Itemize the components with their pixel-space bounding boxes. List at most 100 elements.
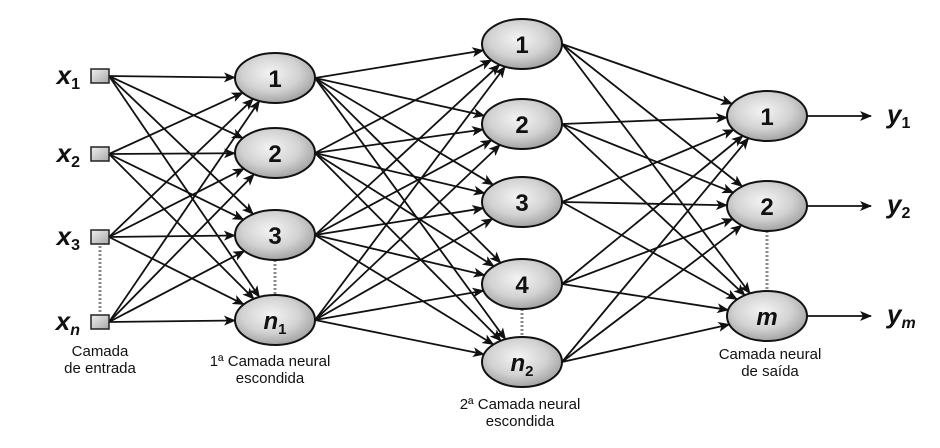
node-hidden2-2: 2	[481, 98, 563, 150]
edge-input-4-to-hidden1-1	[108, 100, 261, 323]
edge-hidden1-2-to-hidden2-4	[314, 152, 495, 267]
caption-output-line2: de saída	[741, 363, 799, 380]
output-label-3: ym	[885, 299, 916, 332]
edge-input-3-to-hidden1-1	[108, 98, 254, 238]
edge-hidden1-2-to-hidden2-5	[314, 152, 502, 342]
edge-input-4-to-hidden1-4	[108, 315, 237, 326]
caption-hidden2-line1: 2ª Camada neural	[459, 396, 581, 413]
edge-input-1-to-hidden1-2	[108, 75, 244, 139]
ellipsis-markers	[98, 231, 769, 337]
edge-hidden1-4-to-hidden2-3	[314, 218, 494, 321]
edge-hidden1-1-to-hidden2-2	[314, 77, 486, 119]
edge-hidden1-2-to-hidden2-2	[314, 126, 484, 154]
edge-hidden2-1-to-output-2	[561, 43, 743, 188]
node-input-4: xn	[54, 306, 110, 339]
neuron-ellipse	[481, 336, 563, 388]
input-square	[90, 146, 110, 162]
neuron-ellipse	[481, 98, 563, 150]
node-hidden1-4: n1	[234, 294, 316, 346]
edge-hidden2-4-to-output-1	[561, 135, 744, 285]
edge-hidden2-1-to-output-1	[561, 43, 734, 105]
node-hidden1-2: 2	[234, 127, 316, 179]
node-output-2: 2	[726, 180, 808, 232]
edge-hidden1-4-to-hidden2-2	[314, 144, 501, 321]
caption-output-line1: Camada neural	[718, 346, 822, 363]
edge-hidden1-3-to-hidden2-5	[314, 234, 495, 346]
input-label: x1	[55, 60, 80, 93]
node-hidden2-1: 1	[481, 18, 563, 70]
neuron-ellipse	[234, 209, 316, 261]
caption-hidden1-line2: escondida	[235, 370, 305, 387]
edge-input-3-to-hidden1-3	[108, 230, 237, 241]
input-square	[90, 68, 110, 84]
edge-input-4-to-hidden1-3	[108, 250, 246, 323]
edge-hidden2-4-to-output-2	[561, 218, 734, 285]
neuron-label: 2	[268, 141, 281, 168]
edge-hidden1-2-to-hidden2-3	[314, 152, 486, 196]
edge-hidden1-4-to-hidden2-5	[314, 319, 485, 357]
node-hidden2-5: n2	[481, 336, 563, 388]
neuron-label: 1	[268, 66, 281, 93]
edge-hidden2-1-to-output-3	[561, 43, 751, 295]
edge-hidden2-3-to-output-1	[561, 129, 735, 203]
neuron-ellipse	[481, 176, 563, 228]
edge-input-3-to-hidden1-4	[108, 236, 245, 306]
caption-output-layer: Camada neural de saída	[670, 346, 870, 380]
neuron-ellipse	[234, 294, 316, 346]
edge-input-2-to-hidden1-1	[108, 91, 244, 155]
node-hidden2-4: 4	[481, 258, 563, 310]
neuron-ellipse	[481, 18, 563, 70]
edge-input-1-to-hidden1-3	[108, 75, 254, 215]
input-label: x3	[55, 221, 80, 254]
caption-hidden1-layer: 1ª Camada neural escondida	[170, 353, 370, 387]
caption-hidden2-line2: escondida	[485, 413, 555, 430]
edge-input-2-to-hidden1-3	[108, 153, 245, 221]
neuron-ellipse	[481, 258, 563, 310]
edge-hidden1-2-to-hidden2-1	[314, 59, 493, 154]
neuron-ellipse	[234, 127, 316, 179]
neuron-label: n2	[510, 350, 533, 380]
edge-hidden1-3-to-hidden2-3	[314, 204, 485, 236]
edge-hidden1-4-to-hidden2-1	[314, 65, 506, 321]
neuron-ellipse	[234, 52, 316, 104]
neuron-label: 2	[760, 194, 773, 221]
node-hidden2-3: 3	[481, 176, 563, 228]
node-input-1: x1	[55, 60, 110, 93]
edge-hidden2-2-to-output-1	[561, 112, 729, 125]
edge-input-3-to-hidden1-2	[108, 167, 245, 238]
caption-hidden1-line1: 1ª Camada neural	[209, 353, 331, 370]
node-hidden1-1: 1	[234, 52, 316, 104]
edge-hidden2-5-to-output-2	[561, 224, 743, 363]
edge-input-1-to-hidden1-4	[108, 75, 261, 298]
output-label-2: y2	[885, 189, 910, 222]
edge-hidden2-5-to-output-1	[561, 137, 750, 363]
neuron-label: 1	[515, 32, 528, 59]
caption-input-layer: Camada de entrada	[20, 343, 180, 377]
input-square	[90, 229, 110, 245]
neuron-label: 3	[268, 223, 281, 250]
neuron-label: m	[756, 304, 777, 331]
node-hidden1-3: 3	[234, 209, 316, 261]
edge-input-2-to-hidden1-2	[108, 148, 237, 159]
edge-hidden1-1-to-hidden2-1	[314, 47, 485, 79]
caption-hidden2-layer: 2ª Camada neural escondida	[410, 396, 630, 430]
edge-hidden2-4-to-output-3	[561, 283, 730, 314]
node-output-3: m	[726, 290, 808, 342]
edge-input-4-to-hidden1-2	[108, 173, 255, 323]
edge-hidden2-2-to-output-2	[561, 123, 735, 194]
neuron-label: n1	[263, 308, 286, 338]
neuron-label: 3	[515, 190, 528, 217]
caption-input-line1: Camada	[71, 343, 129, 360]
edge-hidden1-3-to-hidden2-4	[314, 234, 486, 278]
edge-input-1-to-hidden1-1	[108, 72, 237, 83]
edge-hidden2-3-to-output-2	[561, 200, 729, 211]
edge-hidden1-3-to-hidden2-1	[314, 64, 501, 236]
connections	[108, 43, 751, 363]
edge-hidden2-5-to-output-3	[561, 321, 731, 363]
node-input-2: x2	[55, 138, 110, 171]
input-square	[90, 314, 110, 330]
edge-hidden1-3-to-hidden2-2	[314, 139, 493, 236]
